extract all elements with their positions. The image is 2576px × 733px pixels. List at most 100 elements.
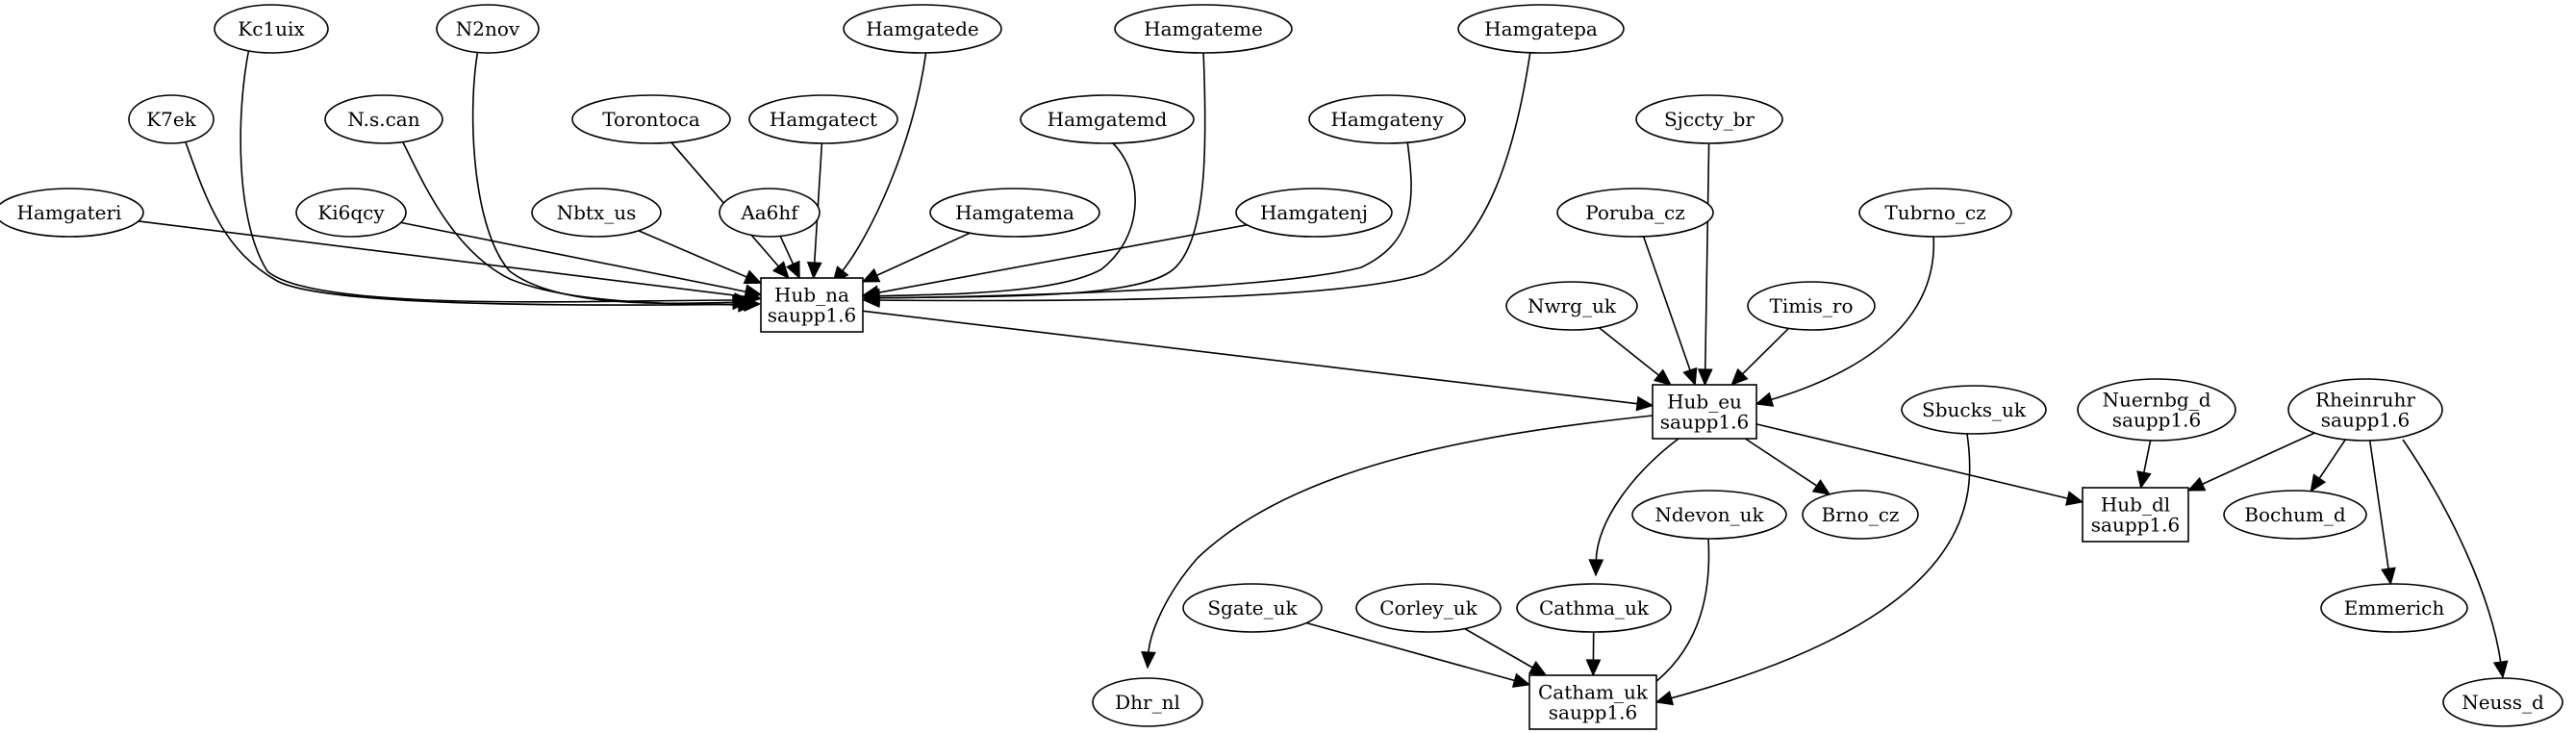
node-label: Cathma_uk	[1539, 596, 1650, 619]
node-ellipse	[1556, 188, 1714, 238]
arrowhead	[1635, 395, 1654, 412]
edge-layer	[138, 47, 2509, 706]
node-label: Hamgateny	[1330, 108, 1444, 131]
arrowhead	[1654, 691, 1675, 706]
edge-hub_eu-to-cathma_uk	[1588, 438, 1679, 577]
edge-line	[2142, 440, 2152, 475]
node-hamgatede: Hamgatede	[843, 4, 1002, 54]
node-label: Hamgateri	[17, 201, 122, 224]
node-label: Neuss_d	[2462, 691, 2544, 714]
edge-line	[184, 139, 747, 306]
arrowhead	[806, 261, 822, 280]
edge-hamgatema-to-hub_na	[861, 232, 971, 283]
edge-rheinruhr-to-hub_dl	[2186, 432, 2315, 492]
node-ndevon_uk: Ndevon_uk	[1631, 490, 1787, 540]
edge-sgate_uk-to-catham_uk	[1306, 621, 1531, 688]
node-brno_cz: Brno_cz	[1802, 490, 1919, 540]
node-label: Aa6hf	[740, 201, 799, 224]
edge-line	[1649, 538, 1710, 688]
edge-line	[638, 230, 749, 279]
node-label: saupp1.6	[2091, 514, 2180, 537]
node-hamgatect: Hamgatect	[748, 94, 898, 144]
edge-line	[875, 224, 1248, 294]
arrowhead	[2065, 491, 2084, 506]
edge-line	[138, 220, 748, 298]
edge-line	[1769, 234, 1935, 401]
node-label: saupp1.6	[1549, 701, 1637, 724]
node-ellipse	[1182, 583, 1323, 633]
node-label: Kc1uix	[238, 17, 305, 40]
node-poruba_cz: Poruba_cz	[1556, 188, 1714, 238]
edge-line	[1704, 142, 1710, 372]
node-cathma_uk: Cathma_uk	[1516, 583, 1672, 633]
node-label: Hub_eu	[1667, 391, 1742, 414]
node-ellipse	[1505, 281, 1638, 331]
node-ellipse	[1457, 4, 1625, 54]
node-label: Dhr_nl	[1115, 691, 1180, 714]
arrowhead	[2186, 476, 2207, 492]
edge-sjccty_br-to-hub_eu	[1697, 142, 1713, 387]
node-ellipse	[929, 188, 1100, 238]
arrowhead	[771, 261, 790, 280]
edge-hamgatect-to-hub_na	[806, 142, 823, 280]
node-label: Timis_ro	[1770, 294, 1854, 317]
node-k7ek: K7ek	[128, 94, 215, 144]
node-label: Nwrg_uk	[1528, 294, 1617, 317]
node-ellipse	[1235, 188, 1393, 238]
node-label: Hamgatect	[770, 108, 877, 131]
edge-nuernbg_d-to-hub_dl	[2136, 440, 2152, 490]
node-ellipse	[324, 94, 443, 144]
node-sbucks_uk: Sbucks_uk	[1901, 385, 2047, 435]
edge-line	[874, 232, 971, 277]
arrowhead	[743, 269, 763, 285]
node-label: Sbucks_uk	[1922, 398, 2027, 421]
node-emmerich: Emmerich	[2320, 583, 2468, 633]
node-hamgatenj: Hamgatenj	[1235, 188, 1393, 238]
node-box	[1652, 384, 1757, 440]
edge-line	[876, 139, 1412, 299]
node-label: Tubrno_cz	[1884, 201, 1985, 224]
edge-corley_uk-to-catham_uk	[1464, 627, 1548, 676]
node-hamgatemd: Hamgatemd	[1020, 94, 1195, 144]
edge-k7ek-to-hub_na	[184, 139, 762, 313]
node-sjccty_br: Sjccty_br	[1635, 94, 1783, 144]
node-label: Catham_uk	[1538, 681, 1649, 704]
node-ellipse	[0, 188, 144, 238]
arrowhead	[744, 284, 763, 299]
edge-cathma_uk-to-catham_uk	[1585, 631, 1602, 677]
edge-n2nov-to-hub_na	[471, 48, 750, 311]
node-label: Poruba_cz	[1585, 201, 1685, 224]
node-ellipse	[128, 94, 215, 144]
node-ellipse	[1747, 281, 1876, 331]
arrowhead	[1141, 650, 1156, 670]
node-label: Rheinruhr	[2315, 389, 2415, 412]
node-label: Hamgatenj	[1260, 201, 1368, 224]
node-label: Hamgatede	[866, 17, 979, 40]
node-label: Ki6qcy	[317, 201, 385, 224]
node-kc1uix: Kc1uix	[214, 4, 329, 54]
node-ellipse	[1858, 188, 2012, 238]
edge-line	[1755, 423, 2070, 500]
edge-hamgatepa-to-hub_na	[862, 50, 1531, 309]
node-label: Nuernbg_d	[2102, 389, 2210, 412]
node-ki6qcy: Ki6qcy	[295, 188, 407, 238]
node-box	[2082, 487, 2189, 543]
node-ellipse	[1802, 490, 1919, 540]
arrowhead	[1511, 672, 1531, 688]
node-ellipse	[2442, 677, 2563, 727]
node-label: Hamgatemd	[1048, 108, 1168, 131]
node-ellipse	[843, 4, 1002, 54]
node-ellipse	[1114, 4, 1293, 54]
edge-hamgatenj-to-hub_na	[861, 224, 1248, 301]
edge-line	[1740, 327, 1789, 376]
node-ellipse	[1901, 385, 2047, 435]
node-nwrg_uk: Nwrg_uk	[1505, 281, 1638, 331]
edge-line	[1599, 327, 1661, 377]
arrowhead	[1755, 392, 1775, 407]
node-label: saupp1.6	[1660, 411, 1749, 434]
node-hamgateri: Hamgateri	[0, 188, 144, 238]
edge-kc1uix-to-hub_na	[240, 47, 752, 308]
arrowhead	[1653, 368, 1673, 386]
